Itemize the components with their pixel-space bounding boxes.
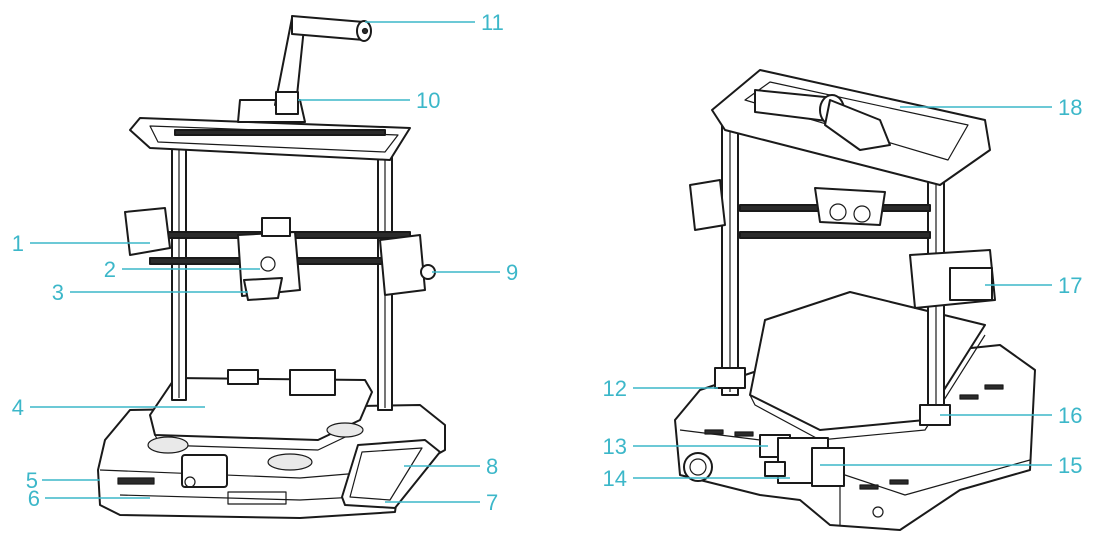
callout-17: 17 xyxy=(1058,273,1082,298)
callout-4: 4 xyxy=(12,395,24,420)
callout-12: 12 xyxy=(603,376,627,401)
callout-18: 18 xyxy=(1058,95,1082,120)
card-slot xyxy=(117,477,155,485)
callout-2: 2 xyxy=(104,257,116,282)
callout-10: 10 xyxy=(416,88,440,113)
callout-6: 6 xyxy=(28,486,40,511)
leveling-knob xyxy=(267,453,313,471)
callout-5: 5 xyxy=(26,468,38,493)
callout-8: 8 xyxy=(486,454,498,479)
callout-13: 13 xyxy=(603,434,627,459)
callout-1: 1 xyxy=(12,231,24,256)
spool-holder-arm-rear xyxy=(824,99,891,151)
z-motor xyxy=(289,369,336,396)
leveling-knob xyxy=(147,436,189,454)
callout-11: 11 xyxy=(481,10,504,35)
z-axis-coupler-left xyxy=(714,367,746,389)
callout-15: 15 xyxy=(1058,453,1082,478)
left-carriage xyxy=(124,207,171,256)
y-axis-motor xyxy=(181,454,228,488)
filament-sensor xyxy=(275,91,299,115)
callout-16: 16 xyxy=(1058,403,1082,428)
x-axis-tensioner xyxy=(379,234,426,296)
callout-labels: 1 2 3 4 5 6 7 8 9 10 11 12 13 14 15 16 1… xyxy=(12,10,1083,515)
leader-lines xyxy=(30,21,1052,503)
leveling-knob xyxy=(326,422,364,438)
callout-3: 3 xyxy=(52,280,64,305)
callout-9: 9 xyxy=(506,260,518,285)
callout-7: 7 xyxy=(486,490,498,515)
printer-rear-view xyxy=(674,69,1036,531)
nozzle-kit xyxy=(243,277,283,301)
print-head-rear xyxy=(814,187,886,226)
printer-front-view xyxy=(97,15,446,519)
screen xyxy=(341,439,441,509)
power-socket xyxy=(683,452,713,482)
callout-14: 14 xyxy=(603,466,627,491)
